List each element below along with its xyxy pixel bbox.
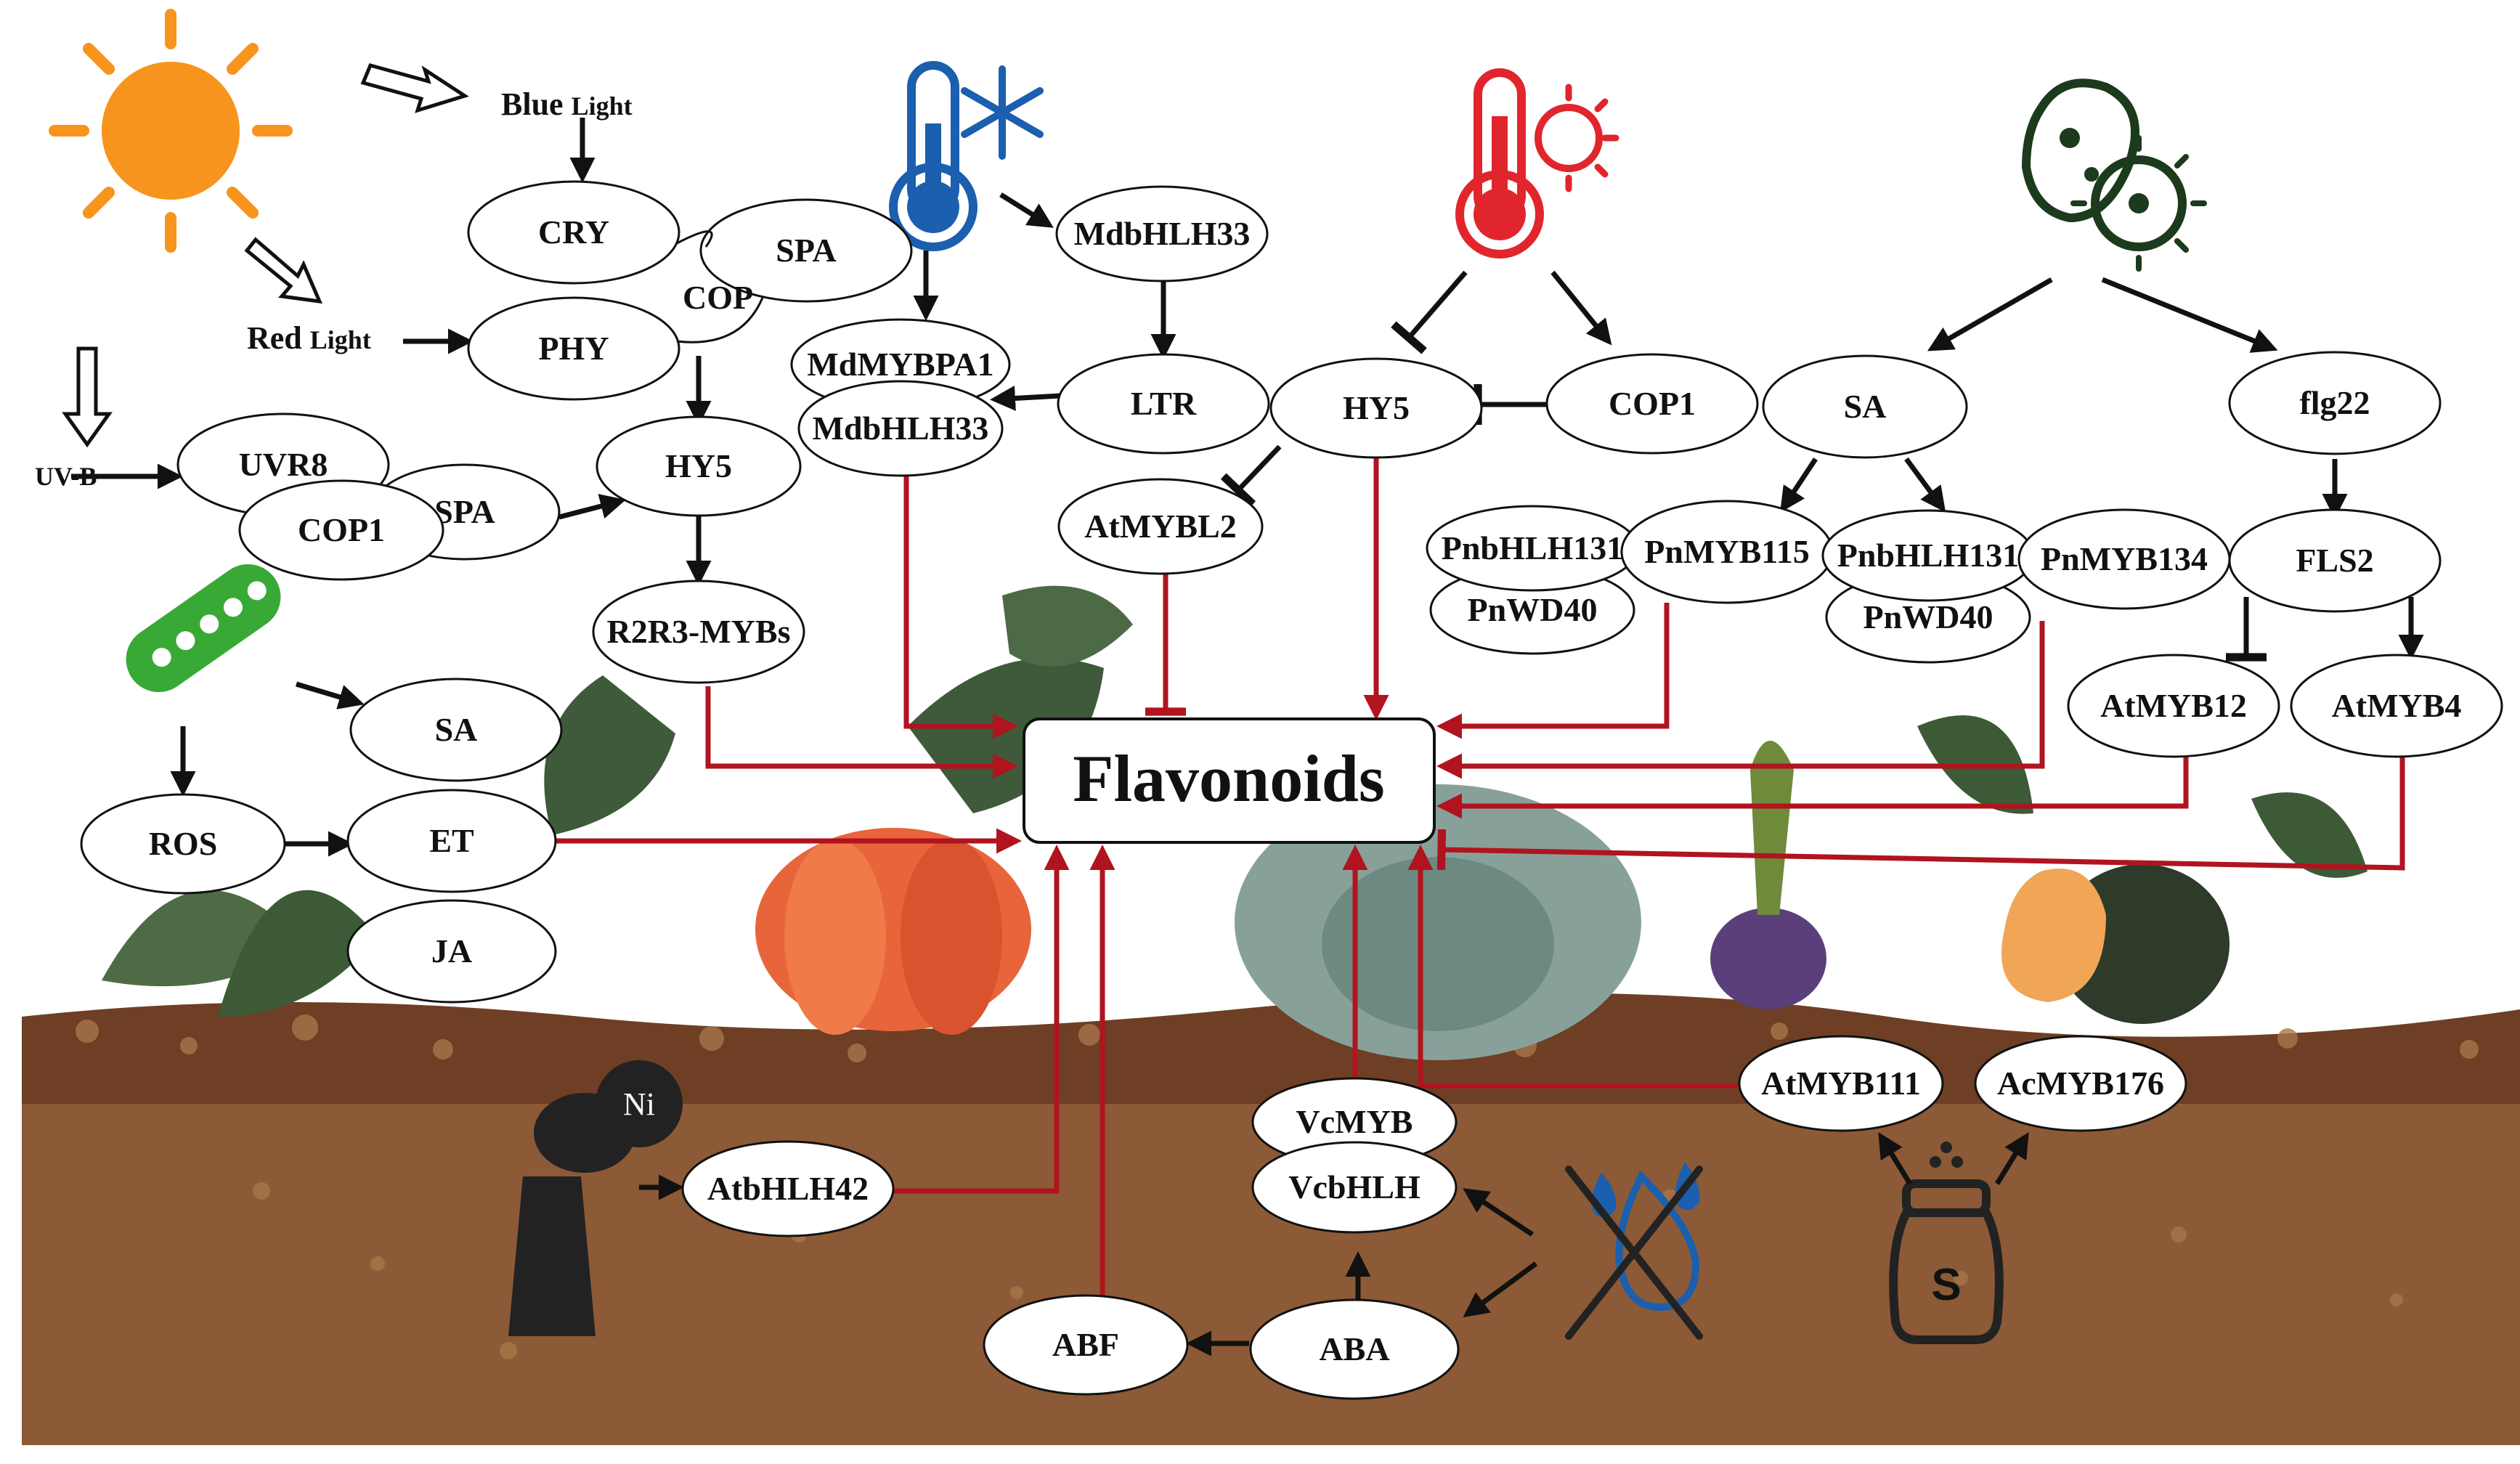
svg-text:VcMYB: VcMYB — [1296, 1103, 1413, 1140]
node-cop1-heat: COP1 — [1545, 353, 1759, 455]
cop-connector — [676, 230, 713, 248]
svg-text:LTR: LTR — [1131, 385, 1197, 422]
node-abf: ABF — [983, 1294, 1189, 1396]
svg-text:COP1: COP1 — [1609, 385, 1696, 422]
red-light-label: Red Light — [247, 320, 371, 356]
sun-icon — [49, 9, 293, 253]
node-atbhlh42: AtbHLH42 — [681, 1140, 895, 1237]
node-pnbhlh131-a: PnbHLH131 — [1426, 505, 1639, 592]
uv-b-label: UV-B — [35, 462, 97, 491]
svg-text:Blue Light: Blue Light — [501, 86, 633, 122]
node-aba: ABA — [1249, 1298, 1460, 1400]
svg-text:HY5: HY5 — [665, 447, 732, 484]
node-sa-pathogen: SA — [1762, 354, 1968, 459]
node-atmybl2: AtMYBL2 — [1057, 478, 1264, 575]
svg-text:MdMYBPA1: MdMYBPA1 — [807, 346, 993, 383]
salt-label: S — [1931, 1260, 1961, 1310]
node-et: ET — [346, 789, 557, 893]
node-cry: CRY — [467, 180, 680, 285]
svg-text:ABA: ABA — [1319, 1330, 1389, 1367]
node-sa-left: SA — [349, 678, 563, 782]
node-pnbhlh131-b: PnbHLH131 — [1821, 509, 2035, 602]
svg-text:AtMYB4: AtMYB4 — [2332, 687, 2462, 724]
svg-text:SPA: SPA — [776, 232, 837, 269]
node-flg22: flg22 — [2228, 351, 2442, 455]
svg-text:MdbHLH33: MdbHLH33 — [1074, 215, 1251, 252]
svg-text:R2R3-MYBs: R2R3-MYBs — [607, 613, 791, 650]
node-hy5-light: HY5 — [596, 415, 802, 517]
node-hy5-heat: HY5 — [1269, 357, 1483, 459]
node-pnmyb134: PnMYB134 — [2017, 508, 2231, 610]
svg-text:flg22: flg22 — [2299, 384, 2370, 421]
svg-text:COP1: COP1 — [298, 511, 385, 548]
svg-text:PnMYB134: PnMYB134 — [2041, 540, 2208, 577]
heat-thermometer-icon — [1455, 68, 1619, 259]
node-atmyb12: AtMYB12 — [2067, 654, 2280, 758]
node-spa-light: SPA — [699, 198, 913, 303]
node-vcmyb: VcMYB — [1251, 1077, 1458, 1167]
factory-icon: Ni — [508, 1060, 683, 1336]
svg-text:AtMYBL2: AtMYBL2 — [1084, 508, 1237, 545]
snowflake-icon — [961, 65, 1044, 160]
svg-text:SA: SA — [435, 711, 478, 748]
svg-text:PnWD40: PnWD40 — [1468, 591, 1598, 628]
node-mdbhlh33-cold: MdbHLH33 — [1055, 185, 1269, 282]
svg-text:AtbHLH42: AtbHLH42 — [707, 1170, 869, 1207]
bacterium-icon — [126, 564, 281, 693]
svg-text:ET: ET — [429, 822, 473, 859]
virus-icon — [2021, 78, 2207, 272]
svg-text:VcbHLH: VcbHLH — [1288, 1168, 1420, 1205]
cop-connector-lower — [676, 297, 764, 343]
flavonoids-box: Flavonoids — [1023, 717, 1436, 844]
salt-shaker-icon: S — [1889, 1142, 2004, 1344]
node-ltr: LTR — [1057, 353, 1270, 455]
svg-text:FLS2: FLS2 — [2296, 542, 2373, 579]
light-stimulus-arrows — [62, 63, 469, 448]
node-cop1-uv: COP1 — [238, 479, 444, 581]
flavonoid-regulation-arrows — [556, 454, 2405, 1300]
svg-text:AtMYB111: AtMYB111 — [1761, 1065, 1921, 1102]
svg-text:AcMYB176: AcMYB176 — [1997, 1065, 2164, 1102]
node-pnmyb115: PnMYB115 — [1620, 500, 1834, 604]
svg-text:SPA: SPA — [434, 493, 495, 530]
svg-text:AtMYB12: AtMYB12 — [2100, 687, 2247, 724]
node-cop: COP — [683, 279, 753, 316]
node-atmyb111: AtMYB111 — [1738, 1035, 1944, 1132]
node-vcbhlh: VcbHLH — [1251, 1141, 1458, 1234]
svg-text:CRY: CRY — [538, 214, 609, 251]
signal-arrows — [71, 118, 2424, 1357]
node-r2r3-mybs: R2R3-MYBs — [592, 580, 805, 684]
svg-text:ABF: ABF — [1052, 1326, 1119, 1363]
cold-thermometer-icon — [889, 61, 977, 251]
blue-light-label: Blue Light — [501, 86, 633, 122]
node-phy: PHY — [467, 296, 680, 401]
svg-text:SA: SA — [1844, 388, 1887, 425]
node-mdmybpa1: MdMYBPA1 — [790, 318, 1011, 411]
flavonoids-label: Flavonoids — [1073, 741, 1384, 816]
node-ja: JA — [346, 899, 557, 1004]
svg-text:PnMYB115: PnMYB115 — [1644, 533, 1809, 570]
node-pnwd40-a: PnWD40 — [1429, 565, 1635, 655]
drought-icon — [1565, 1162, 1703, 1340]
svg-text:MdbHLH33: MdbHLH33 — [813, 410, 989, 447]
svg-text:UVR8: UVR8 — [239, 446, 328, 483]
nickel-label: Ni — [623, 1086, 655, 1122]
svg-text:PnbHLH131: PnbHLH131 — [1837, 537, 2020, 574]
node-ros: ROS — [80, 793, 286, 895]
svg-text:PHY: PHY — [538, 330, 609, 367]
svg-text:PnbHLH131: PnbHLH131 — [1442, 529, 1624, 566]
node-mdbhlh33-complex: MdbHLH33 — [797, 380, 1004, 477]
svg-text:PnWD40: PnWD40 — [1863, 598, 1993, 635]
node-fls2: FLS2 — [2228, 508, 2442, 613]
svg-text:JA: JA — [431, 932, 472, 969]
svg-text:Red Light: Red Light — [247, 320, 371, 356]
node-atmyb4: AtMYB4 — [2290, 654, 2503, 758]
node-acmyb176: AcMYB176 — [1974, 1035, 2187, 1132]
svg-text:HY5: HY5 — [1343, 389, 1410, 426]
svg-text:ROS: ROS — [149, 825, 218, 862]
